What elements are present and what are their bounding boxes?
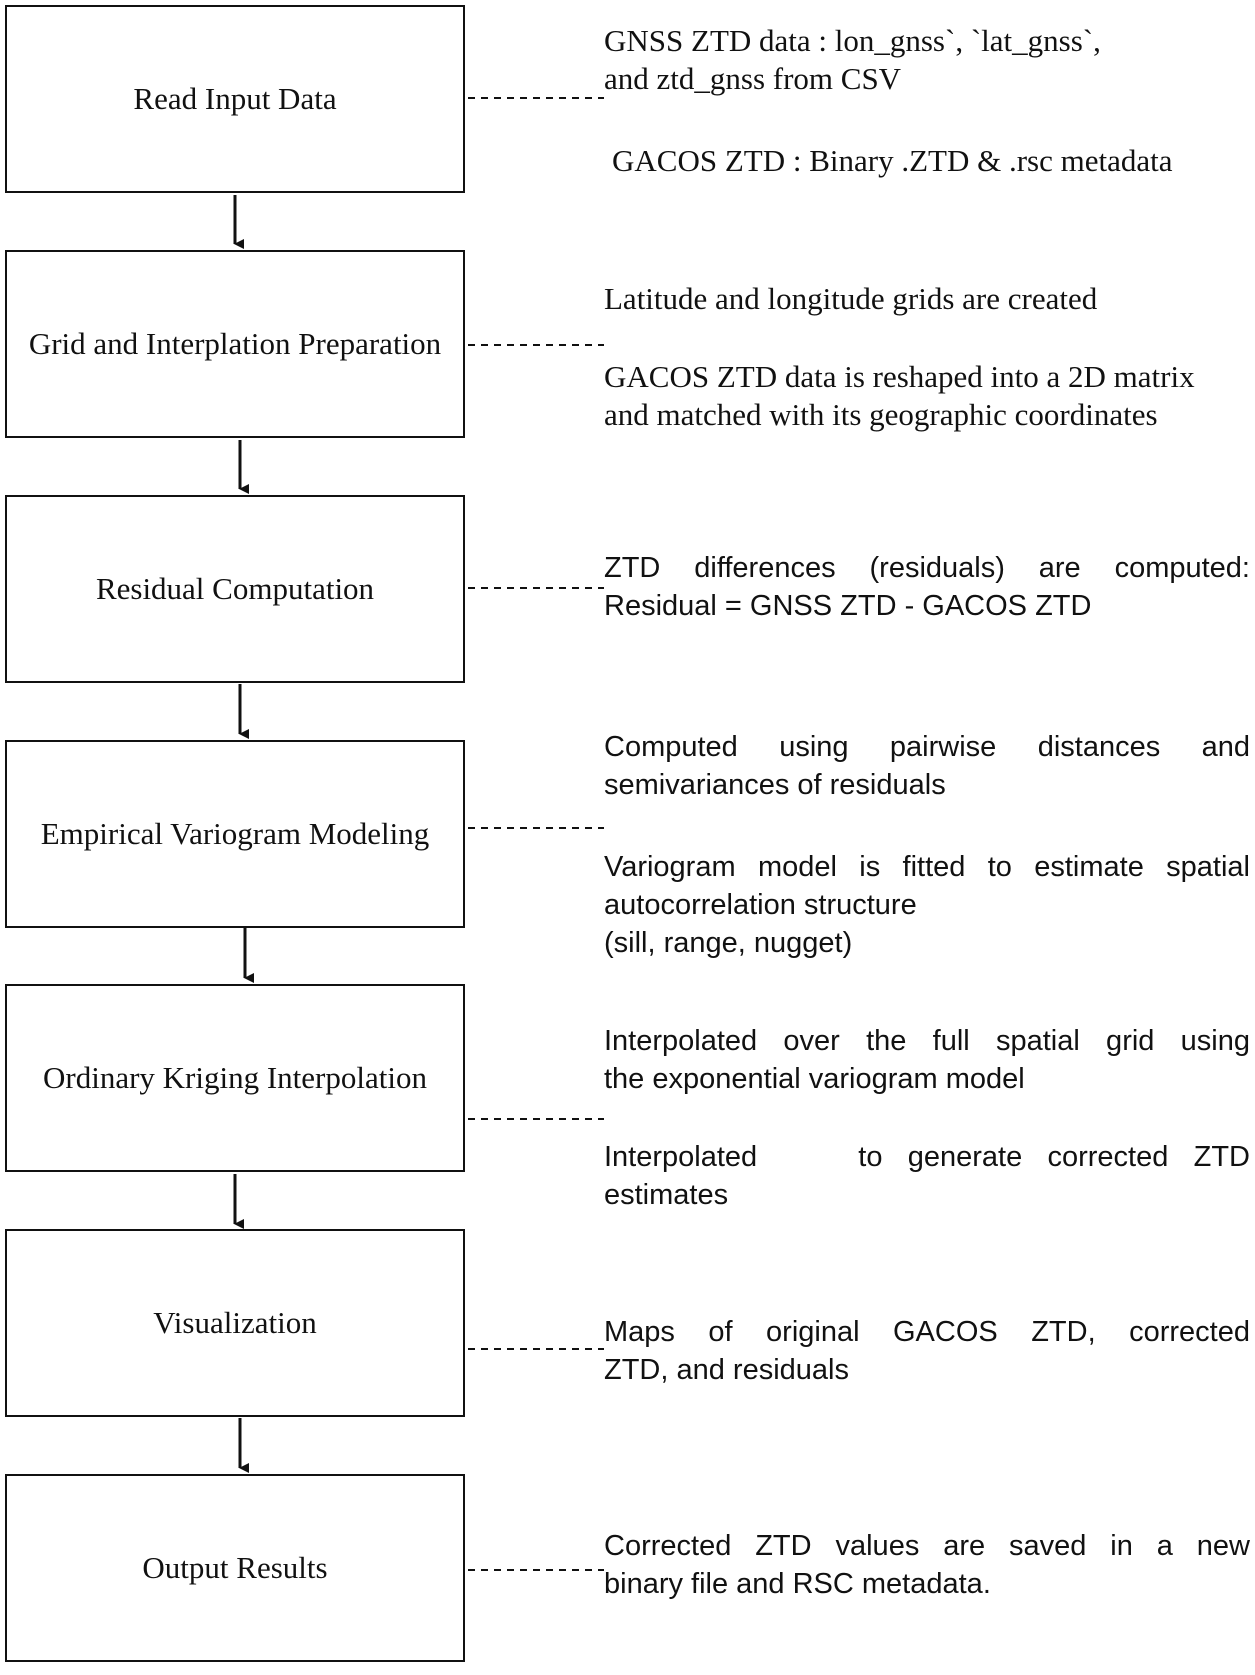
note-line: Interpolated over the full spatial grid …	[604, 1025, 1250, 1057]
note-visualization: Maps of original GACOS ZTD, corrected ZT…	[604, 1313, 1250, 1389]
note-line: Maps of original GACOS ZTD, corrected	[604, 1316, 1250, 1348]
note-line: Interpolated to generate corrected ZTD	[604, 1141, 1250, 1173]
note-line: Computed using pairwise distances and	[604, 731, 1250, 763]
note-line: ZTD, and residuals	[604, 1354, 849, 1386]
note-line: ZTD differences (residuals) are computed…	[604, 552, 1250, 584]
step-visualization: Visualization	[5, 1229, 465, 1417]
note-line: and ztd_gnss from CSV	[604, 61, 902, 96]
note-line: and matched with its geographic coordina…	[604, 397, 1158, 432]
note-line: estimates	[604, 1179, 729, 1211]
note-line: Variogram model is fitted to estimate sp…	[604, 851, 1250, 883]
note-line: semivariances of residuals	[604, 769, 946, 801]
step-label: Empirical Variogram Modeling	[40, 816, 430, 851]
step-residual-computation: Residual Computation	[5, 495, 465, 683]
note-line: GACOS ZTD : Binary .ZTD & .rsc metadata	[612, 143, 1173, 178]
note-kriging: Interpolated over the full spatial grid …	[604, 1022, 1250, 1214]
note-grid-prep: Latitude and longitude grids are created…	[604, 280, 1250, 434]
step-label: Residual Computation	[95, 571, 375, 606]
step-read-input-data: Read Input Data	[5, 5, 465, 193]
note-line: binary file and RSC metadata.	[604, 1568, 991, 1600]
step-label: Read Input Data	[133, 81, 337, 116]
step-label: Ordinary Kriging Interpolation	[43, 1060, 427, 1095]
step-ordinary-kriging: Ordinary Kriging Interpolation	[5, 984, 465, 1172]
note-line: GACOS ZTD data is reshaped into a 2D mat…	[604, 359, 1195, 394]
note-line: autocorrelation structure	[604, 889, 917, 921]
step-label: Grid and Interplation Preparation	[28, 326, 442, 361]
note-line: Residual = GNSS ZTD - GACOS ZTD	[604, 590, 1092, 622]
step-label: Visualization	[153, 1305, 317, 1340]
step-label: Output Results	[142, 1550, 328, 1585]
note-output: Corrected ZTD values are saved in a new …	[604, 1527, 1250, 1603]
note-line: GNSS ZTD data : lon_gnss`, `lat_gnss`,	[604, 23, 1101, 58]
note-line: (sill, range, nugget)	[604, 927, 853, 959]
note-read-input: GNSS ZTD data : lon_gnss`, `lat_gnss`, a…	[604, 22, 1250, 180]
note-line: the exponential variogram model	[604, 1063, 1025, 1095]
step-output-results: Output Results	[5, 1474, 465, 1662]
note-variogram: Computed using pairwise distances and se…	[604, 728, 1250, 962]
note-line: Corrected ZTD values are saved in a new	[604, 1530, 1250, 1562]
step-grid-preparation: Grid and Interplation Preparation	[5, 250, 465, 438]
note-residual: ZTD differences (residuals) are computed…	[604, 549, 1250, 625]
step-empirical-variogram: Empirical Variogram Modeling	[5, 740, 465, 928]
note-line: Latitude and longitude grids are created	[604, 281, 1098, 316]
